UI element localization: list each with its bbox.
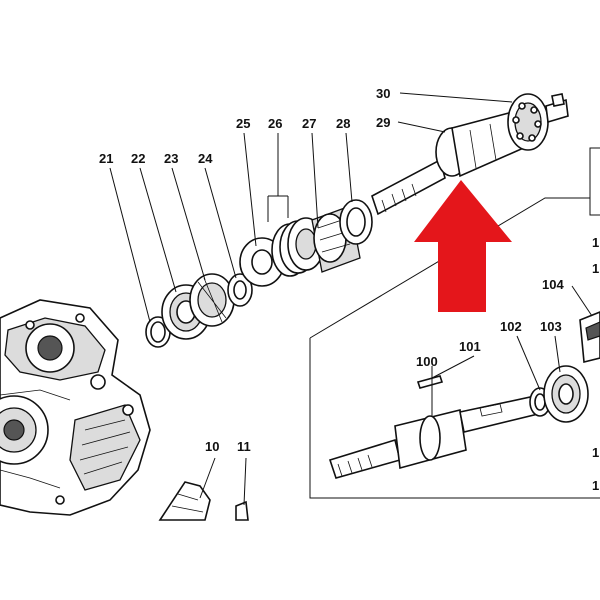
callout-30: 30 bbox=[376, 86, 390, 101]
part-24-washer bbox=[227, 273, 253, 307]
callout-27: 27 bbox=[302, 116, 316, 131]
part-103-bearing bbox=[543, 365, 589, 423]
part-23-gear bbox=[189, 273, 235, 327]
callout-21: 21 bbox=[99, 151, 113, 166]
up-arrow-icon bbox=[414, 180, 512, 312]
part-10-bracket bbox=[158, 481, 249, 521]
detail-frame-right bbox=[589, 198, 600, 216]
callout-edge-2: 1 bbox=[592, 261, 599, 276]
callout-edge-1: 1 bbox=[592, 235, 599, 250]
part-26-clutch-pack bbox=[271, 217, 325, 277]
gearbox-housing bbox=[0, 299, 151, 516]
callout-100: 100 bbox=[416, 354, 438, 369]
callout-102: 102 bbox=[500, 319, 522, 334]
part-101-key bbox=[416, 375, 444, 389]
part-30-bearing bbox=[507, 93, 569, 151]
callout-24: 24 bbox=[198, 151, 213, 166]
callout-10: 10 bbox=[205, 439, 219, 454]
callout-edge-4: 1 bbox=[592, 478, 599, 493]
callout-101: 101 bbox=[459, 339, 481, 354]
leader-lines bbox=[109, 92, 593, 506]
callout-11: 11 bbox=[237, 439, 251, 454]
callout-29: 29 bbox=[376, 115, 390, 130]
callout-25: 25 bbox=[236, 116, 250, 131]
callout-26: 26 bbox=[268, 116, 282, 131]
callout-edge-3: 1 bbox=[592, 445, 599, 460]
callout-103: 103 bbox=[540, 319, 562, 334]
part-28-ring bbox=[339, 199, 373, 245]
part-104-gear bbox=[579, 311, 600, 364]
callout-104: 104 bbox=[542, 277, 564, 292]
callout-23: 23 bbox=[164, 151, 178, 166]
callout-22: 22 bbox=[131, 151, 145, 166]
callout-28: 28 bbox=[336, 116, 350, 131]
part-100-pinion-shaft bbox=[328, 395, 539, 479]
